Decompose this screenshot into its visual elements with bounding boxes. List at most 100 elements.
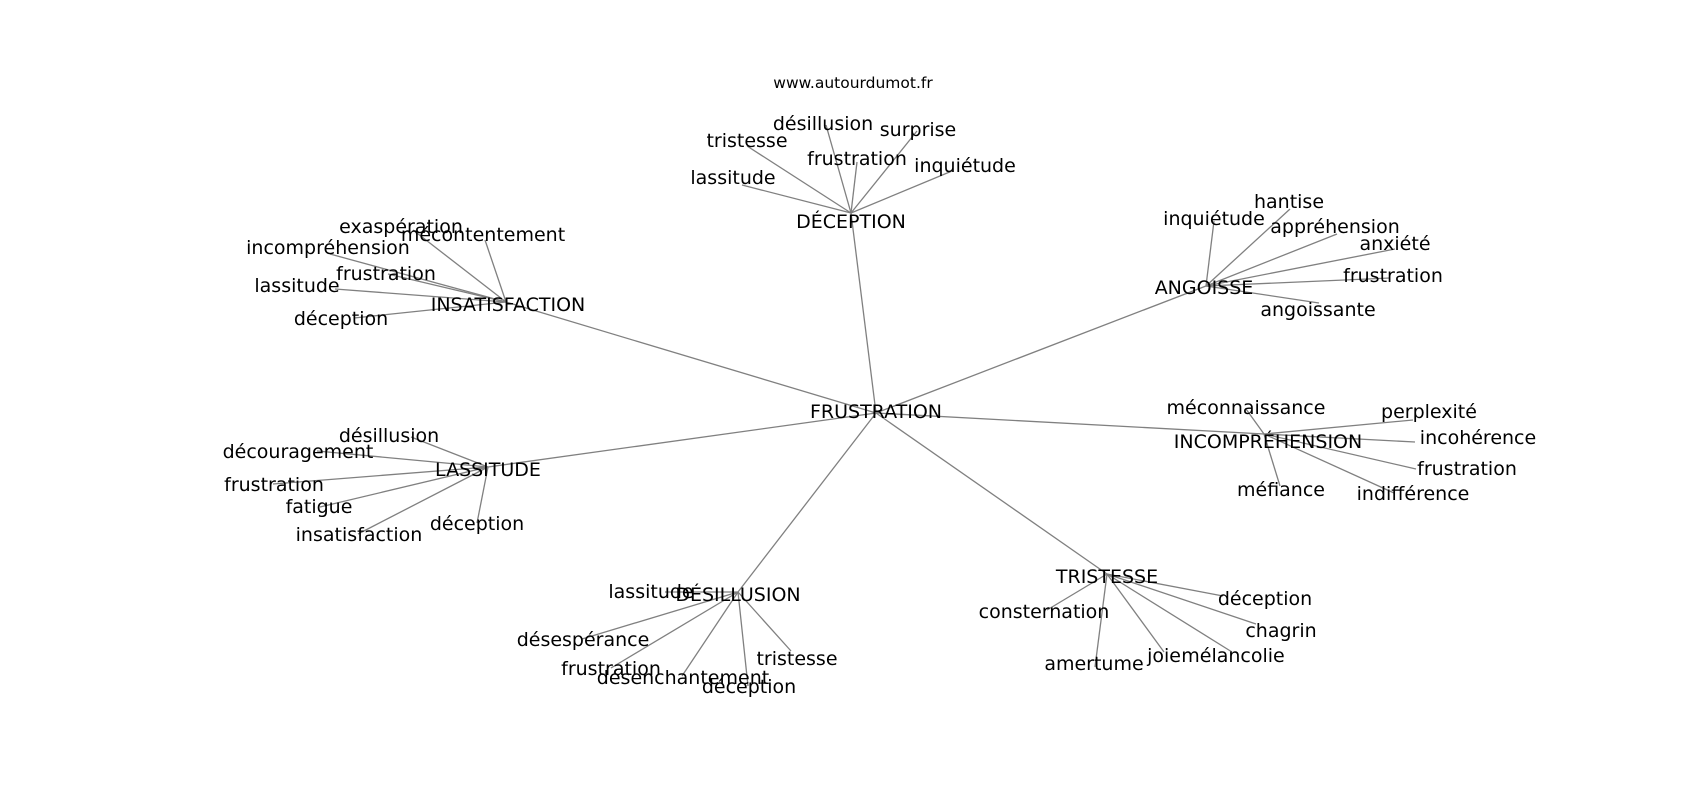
edge-cluster-to-leaf [316, 450, 489, 468]
edge-cluster-to-leaf [1205, 248, 1396, 287]
cluster-node-label: ANGOISSE [1155, 277, 1254, 299]
edge-cluster-to-leaf [737, 591, 749, 687]
edge-cluster-to-leaf [484, 239, 507, 303]
leaf-node-label: découragement [223, 441, 374, 463]
leaf-node-label: frustration [807, 148, 907, 170]
edge-cluster-to-leaf [1263, 433, 1417, 470]
edge-cluster-to-leaf [410, 436, 489, 468]
leaf-node-label: tristesse [706, 130, 787, 152]
cluster-node-label: LASSITUDE [435, 459, 541, 481]
edge-cluster-to-leaf [387, 273, 507, 303]
leaf-node-label: consternation [979, 601, 1110, 623]
graph-edges [272, 124, 1417, 687]
leaf-node-label: désespérance [517, 629, 650, 651]
leaf-node-label: appréhension [1270, 216, 1399, 238]
edge-cluster-to-leaf [1205, 220, 1215, 287]
leaf-node-label: désillusion [773, 113, 873, 135]
edge-cluster-to-leaf [1046, 573, 1108, 611]
leaf-node-label: incompréhension [246, 237, 410, 259]
edge-cluster-to-leaf [1263, 419, 1414, 435]
leaf-node-label: déception [430, 513, 524, 535]
leaf-node-label: déception [702, 676, 796, 698]
edge-root-to-cluster [850, 212, 877, 414]
leaf-node-label: hantise [1254, 191, 1324, 213]
leaf-node-label: mélancolie [1181, 645, 1284, 667]
leaf-node-label: angoissante [1260, 299, 1375, 321]
edge-cluster-to-leaf [1094, 573, 1108, 668]
edge-root-to-cluster [875, 285, 1207, 414]
leaf-node-label: inquiétude [914, 155, 1016, 177]
edge-cluster-to-leaf [746, 145, 852, 214]
edge-cluster-to-leaf [412, 229, 507, 303]
edge-cluster-to-leaf [1245, 408, 1265, 435]
edge-cluster-to-leaf [610, 591, 739, 669]
edge-cluster-to-leaf [334, 288, 507, 303]
leaf-node-label: exaspération [339, 216, 463, 238]
cluster-node-label: INCOMPRÉHENSION [1174, 430, 1362, 453]
leaf-node-label: lassitude [608, 581, 693, 603]
leaf-node-label: inquiétude [1163, 208, 1265, 230]
leaf-node-label: déception [294, 308, 388, 330]
edge-cluster-to-leaf [353, 301, 507, 319]
edge-cluster-to-leaf [581, 591, 739, 640]
edge-cluster-to-leaf [357, 466, 489, 535]
cluster-node-label: DÉSILLUSION [675, 583, 800, 606]
edge-cluster-to-leaf [476, 466, 489, 524]
leaf-node-label: frustration [561, 658, 661, 680]
cluster-node-label: INSATISFACTION [431, 294, 586, 316]
edge-cluster-to-leaf [825, 124, 852, 214]
edge-cluster-to-leaf [741, 184, 852, 214]
leaf-node-label: chagrin [1245, 620, 1316, 642]
leaf-node-label: frustration [224, 474, 324, 496]
edge-cluster-to-leaf [1205, 233, 1338, 287]
leaf-node-label: perplexité [1381, 401, 1477, 423]
cluster-node-label: TRISTESSE [1055, 566, 1158, 588]
root-node-label: FRUSTRATION [810, 401, 942, 423]
leaf-node-label: indifférence [1357, 483, 1470, 505]
leaf-node-label: tristesse [756, 648, 837, 670]
edge-cluster-to-leaf [1263, 433, 1281, 487]
leaf-node-label: désillusion [339, 425, 439, 447]
edge-cluster-to-leaf [1263, 433, 1395, 494]
leaf-node-label: incohérence [1420, 427, 1536, 449]
leaf-node-label: méconnaissance [1167, 397, 1326, 419]
leaf-node-label: frustration [1343, 265, 1443, 287]
edge-cluster-to-leaf [319, 466, 489, 508]
edge-cluster-to-leaf [1205, 208, 1291, 287]
edge-cluster-to-leaf [272, 466, 489, 485]
leaf-node-label: méfiance [1237, 479, 1325, 501]
edge-cluster-to-leaf [1106, 573, 1165, 653]
edge-cluster-to-leaf [329, 253, 507, 303]
leaf-node-label: amertume [1044, 653, 1143, 675]
edge-cluster-to-leaf [681, 591, 739, 677]
edge-cluster-to-leaf [850, 161, 858, 214]
cluster-node-label: DÉCEPTION [796, 210, 906, 233]
leaf-node-label: fatigue [286, 496, 353, 518]
leaf-node-label: joie [1146, 645, 1181, 667]
leaf-node-label: lassitude [690, 167, 775, 189]
leaf-node-label: frustration [336, 263, 436, 285]
leaf-node-label: lassitude [254, 275, 339, 297]
edge-cluster-to-leaf [850, 130, 918, 214]
edge-root-to-cluster [875, 412, 1265, 435]
leaf-node-label: surprise [880, 119, 957, 141]
leaf-node-label: insatisfaction [296, 524, 423, 546]
graph-labels: www.autourdumot.fr FRUSTRATION tristesse… [223, 74, 1537, 698]
edge-root-to-cluster [487, 412, 877, 468]
edge-cluster-to-leaf [1106, 573, 1233, 653]
leaf-node-label: mécontentement [401, 224, 565, 246]
edge-cluster-to-leaf [1205, 285, 1320, 304]
edge-cluster-to-leaf [1106, 573, 1257, 625]
edge-cluster-to-leaf [1263, 433, 1416, 443]
edge-cluster-to-leaf [1106, 573, 1224, 597]
leaf-node-label: déception [1218, 588, 1312, 610]
edge-root-to-cluster [737, 412, 877, 593]
leaf-node-label: anxiété [1359, 233, 1430, 255]
leaf-node-label: désenchantement [597, 667, 769, 689]
edge-root-to-cluster [505, 301, 877, 414]
edge-cluster-to-leaf [1205, 277, 1391, 287]
edge-root-to-cluster [875, 412, 1108, 575]
source-watermark: www.autourdumot.fr [773, 74, 933, 92]
leaf-node-label: frustration [1417, 458, 1517, 480]
